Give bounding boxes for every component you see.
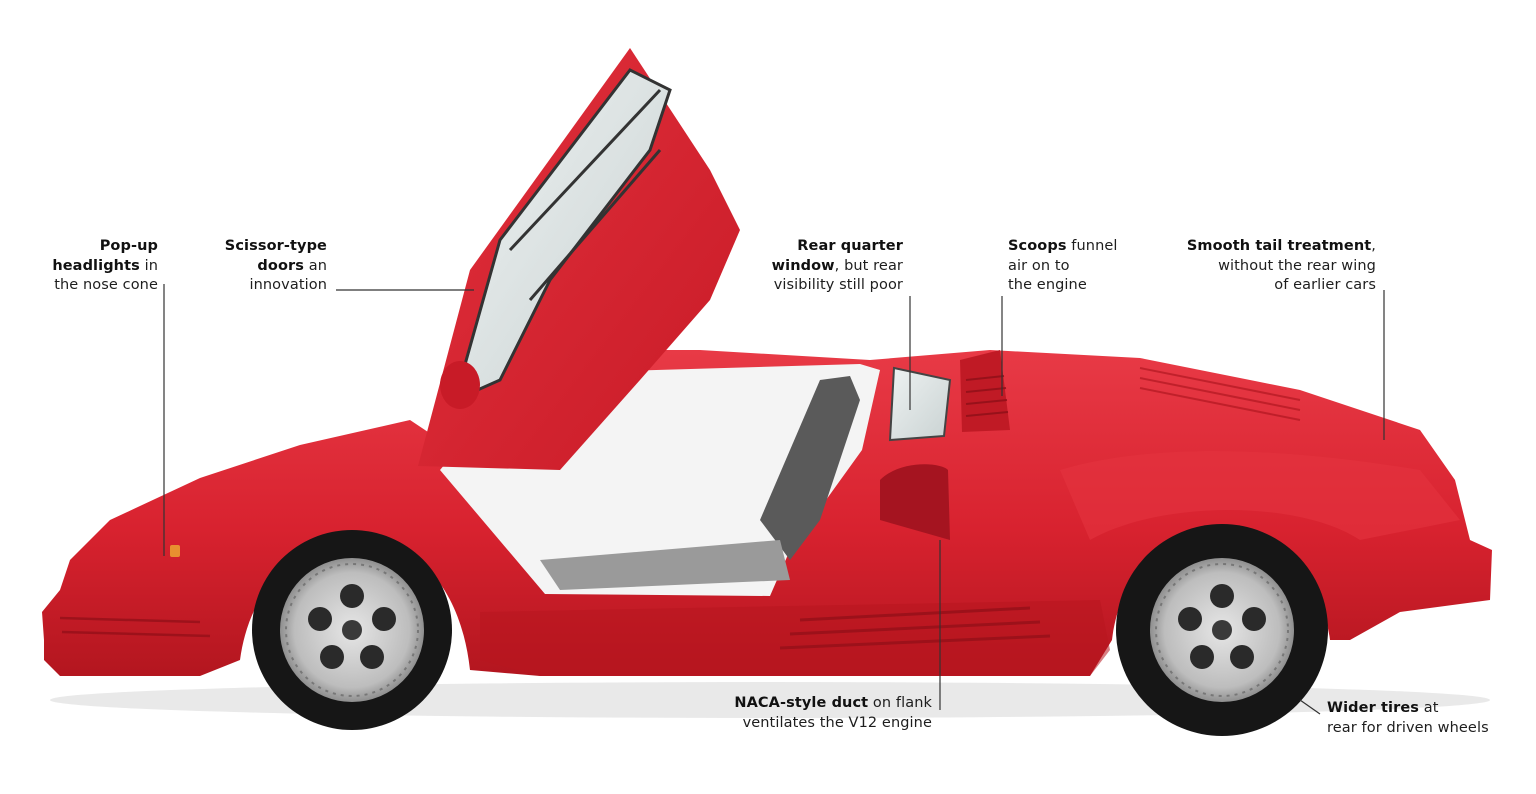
- seat-base: [540, 540, 790, 590]
- callout-popup-headlights: Pop-up headlights in the nose cone: [52, 238, 158, 293]
- side-mirror: [440, 361, 480, 409]
- side-sill: [480, 600, 1110, 676]
- callout-smooth-tail: Smooth tail treatment, without the rear …: [1186, 238, 1376, 293]
- callout-scissor-doors: Scissor-type doors an innovation: [224, 238, 327, 293]
- callout-rear-quarter-window: Rear quarter window, but rear visibility…: [771, 238, 903, 293]
- front-wheel: [252, 530, 452, 730]
- callout-wider-tires: Wider tires at rear for driven wheels: [1327, 700, 1489, 736]
- callout-naca-duct: NACA-style duct on flank ventilates the …: [734, 695, 932, 731]
- naca-duct: [880, 464, 950, 540]
- front-indicator: [170, 545, 180, 557]
- rear-fender: [1060, 451, 1460, 540]
- front-vents: [59, 616, 211, 638]
- engine-cover-louvres: [1139, 367, 1301, 421]
- leader-lines: [163, 284, 1385, 715]
- rear-wheel: [1116, 524, 1328, 736]
- seat: [760, 376, 860, 560]
- leader-wider-tires: [1299, 699, 1321, 715]
- callout-bold: Pop-up: [99, 238, 158, 254]
- callout-scoops: Scoops funnel air on to the engine: [1008, 238, 1118, 293]
- door-window: [452, 68, 672, 403]
- rear-quarter-window: [888, 366, 952, 442]
- side-strakes: [779, 606, 1051, 650]
